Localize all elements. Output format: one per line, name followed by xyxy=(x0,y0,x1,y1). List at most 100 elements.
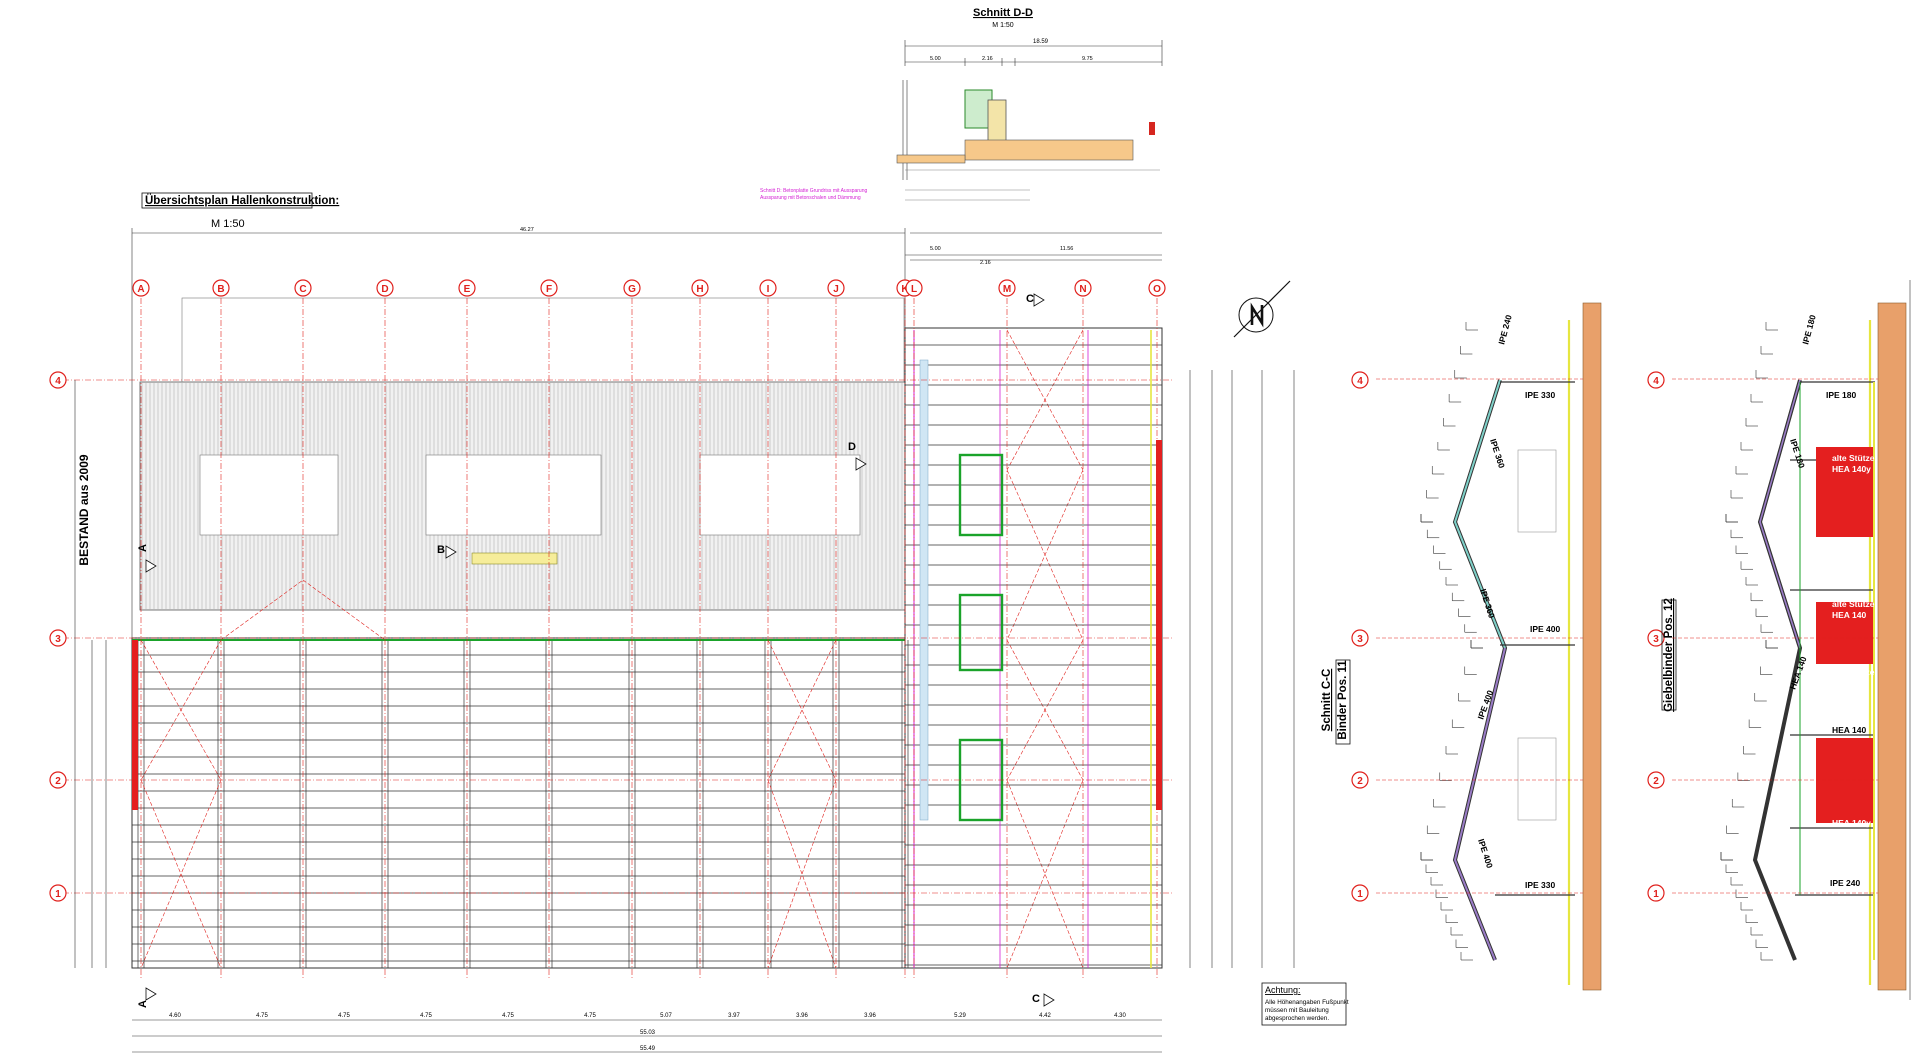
svg-text:4: 4 xyxy=(55,376,61,387)
section-marker-d: D xyxy=(848,441,867,471)
dim-bottom-2: 4.75 xyxy=(256,1013,268,1019)
svg-text:A: A xyxy=(137,284,144,295)
profile-label: IPE 360 xyxy=(1478,588,1497,620)
grid-col-j: J xyxy=(827,279,845,297)
svg-text:1: 1 xyxy=(55,889,61,900)
section-cc-timber-wall xyxy=(1582,302,1602,991)
grid-col-m: M xyxy=(998,279,1016,297)
svg-text:G: G xyxy=(628,284,636,295)
svg-text:2: 2 xyxy=(55,776,61,787)
section-marker-a-bottom: A xyxy=(137,987,157,1008)
svg-text:H: H xyxy=(696,284,703,295)
svg-text:HEA 140y: HEA 140y xyxy=(1832,818,1871,828)
svg-text:4: 4 xyxy=(1357,376,1363,387)
section-marker-c-top: C xyxy=(1026,293,1045,307)
grid-col-d: D xyxy=(376,279,394,297)
svg-text:4: 4 xyxy=(1653,376,1659,387)
grid-col-h: H xyxy=(691,279,709,297)
red-column-3 xyxy=(1816,738,1873,823)
svg-text:C: C xyxy=(1032,993,1040,1005)
svg-text:D: D xyxy=(848,441,856,453)
section-marker-c-bottom: C xyxy=(1032,993,1055,1007)
svg-text:alte Stütze: alte Stütze xyxy=(1832,667,1875,677)
section-gable-timber-wall xyxy=(1877,302,1907,991)
svg-text:J: J xyxy=(833,284,839,295)
section-cc-title: Schnitt C-C xyxy=(1321,669,1333,732)
profile-label: IPE 330 xyxy=(1525,390,1556,400)
svg-text:2: 2 xyxy=(1357,776,1363,787)
new-structure-area xyxy=(131,329,1084,969)
profile-label: IPE 180 xyxy=(1788,438,1807,470)
grid-col-l: L xyxy=(905,279,923,297)
dim-bottom-13: 4.30 xyxy=(1114,1013,1126,1019)
svg-text:D: D xyxy=(381,284,388,295)
svg-text:1: 1 xyxy=(1357,889,1363,900)
profile-label: IPE 330 xyxy=(1525,880,1556,890)
dim-bottom-10: 3.96 xyxy=(864,1013,876,1019)
annex-structure xyxy=(904,327,1163,969)
note-title: Achtung: xyxy=(1265,985,1301,995)
section-marker-b: B xyxy=(437,544,457,559)
section-cc-subtitle: Binder Pos. 11 xyxy=(1337,660,1349,740)
grid-col-a: A xyxy=(132,279,150,297)
svg-text:HEA 140: HEA 140 xyxy=(1832,678,1866,688)
existing-roof-area xyxy=(139,297,906,611)
grid-col-c: C xyxy=(294,279,312,297)
dim-bottom-1: 4.60 xyxy=(169,1013,181,1019)
profile-label: HEA 140 xyxy=(1787,655,1808,691)
svg-text:5.00: 5.00 xyxy=(930,56,941,62)
svg-text:B: B xyxy=(217,284,224,295)
svg-text:HEA 140: HEA 140 xyxy=(1832,610,1866,620)
section-marker-a-top: A xyxy=(137,544,157,573)
grid-col-b: B xyxy=(212,279,230,297)
svg-text:Aussparung mit Betonschalen un: Aussparung mit Betonschalen und Dämmung xyxy=(760,195,861,201)
overview-scale: M 1:50 xyxy=(211,218,245,230)
dim-total-1: 55.03 xyxy=(640,1030,656,1036)
profile-label: IPE 240 xyxy=(1496,313,1514,345)
grid-col-n: N xyxy=(1074,279,1092,297)
dim-bottom-12: 4.42 xyxy=(1039,1013,1051,1019)
svg-text:A: A xyxy=(137,1000,149,1008)
grid-row-4: 4 4 4 xyxy=(49,371,1665,389)
note-line-1: Alle Höhenangaben Fußpunkt xyxy=(1265,999,1349,1006)
dim-bottom-7: 5.07 xyxy=(660,1013,672,1019)
profile-label: IPE 400 xyxy=(1530,624,1561,634)
dim-bottom-6: 4.75 xyxy=(584,1013,596,1019)
profile-label: IPE 400 xyxy=(1476,838,1495,870)
svg-text:C: C xyxy=(299,284,306,295)
svg-text:3: 3 xyxy=(55,634,61,645)
dim-top-right-1: 5.00 xyxy=(930,246,941,252)
svg-text:E: E xyxy=(464,284,471,295)
dim-bottom-8: 3.97 xyxy=(728,1013,740,1019)
note-line-3: abgesprochen werden. xyxy=(1265,1015,1329,1022)
dim-top-right-3: 11.56 xyxy=(1060,246,1073,252)
grid-col-o: O xyxy=(1148,279,1166,297)
svg-text:K: K xyxy=(901,284,909,295)
svg-text:9.75: 9.75 xyxy=(1082,56,1093,62)
grid-col-f: F xyxy=(540,279,558,297)
svg-text:N: N xyxy=(1079,284,1086,295)
svg-text:18.59: 18.59 xyxy=(1033,39,1049,45)
svg-text:A: A xyxy=(137,544,149,552)
north-arrow-icon xyxy=(1233,280,1291,338)
svg-text:3: 3 xyxy=(1653,634,1659,645)
red-column-1 xyxy=(1816,447,1873,537)
overview-title: Übersichtsplan Hallenkonstruktion: xyxy=(145,194,339,207)
grid-col-e: E xyxy=(458,279,476,297)
profile-label: IPE 180 xyxy=(1800,313,1818,345)
section-dd-title: Schnitt D-D xyxy=(973,7,1033,19)
grid-col-g: G xyxy=(623,279,641,297)
dim-bottom-5: 4.75 xyxy=(502,1013,514,1019)
svg-text:Schnitt D: Betonplatte Grundri: Schnitt D: Betonplatte Grundriss mit Aus… xyxy=(760,188,867,194)
svg-text:alte Stütze: alte Stütze xyxy=(1832,599,1875,609)
dim-bottom-9: 3.96 xyxy=(796,1013,808,1019)
svg-text:L: L xyxy=(911,284,917,295)
red-column-label: HEA 140y xyxy=(1832,818,1871,828)
section-dd: Schnitt D-D M 1:50 18.59 5.00 2.16 9.75 xyxy=(760,7,1163,201)
profile-label: IPE 180 xyxy=(1826,390,1857,400)
